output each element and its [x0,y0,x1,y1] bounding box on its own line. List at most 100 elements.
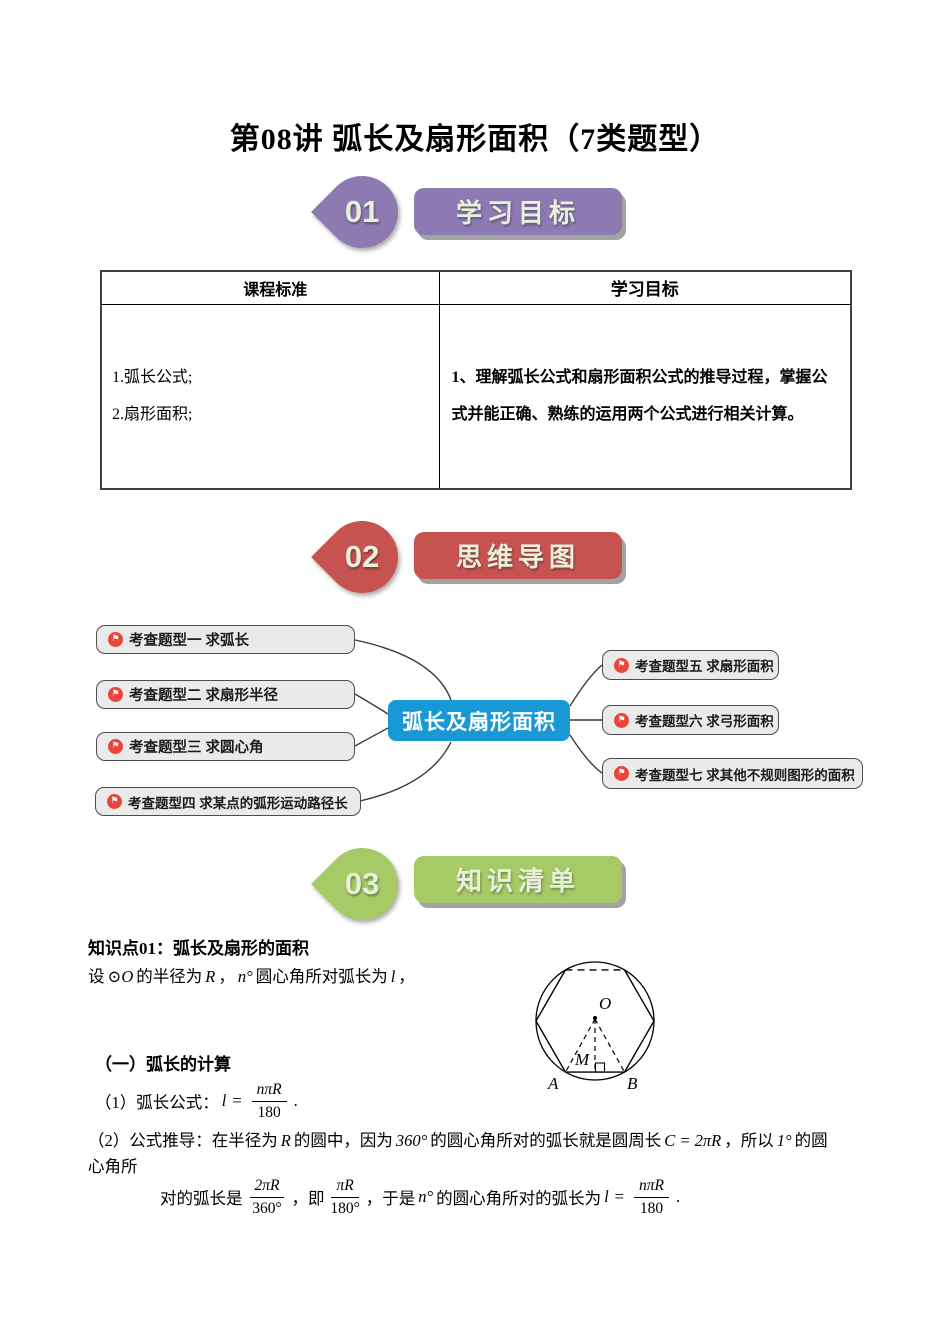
fraction-denominator: 180° [330,1199,360,1217]
teardrop-shape: 02 [311,506,413,608]
text-segment: （1）弧长公式： [95,1093,219,1112]
flag-icon: ⚑ [108,632,123,647]
math-var: n° [418,1187,434,1206]
label-O: O [599,994,611,1013]
math-var: l [390,967,396,986]
flag-icon: ⚑ [107,794,122,809]
topic-label: 考查题型三 求圆心角 [129,740,264,756]
standard-item: 1.弧长公式; [112,369,193,387]
center-point [592,1015,598,1021]
fraction: 2πR 360° [247,1176,288,1218]
radius-oa-dashed [564,1018,596,1073]
section-number: 02 [344,538,380,574]
derivation-line-3: 对的弧长是 2πR 360° ，即 πR 180° ，于是 n° 的圆心角所对的… [160,1172,680,1222]
section-02-teardrop: 02 [311,506,413,608]
inscribed-hexagon-diagram: O M A B [535,961,655,1093]
header-learning-goal: 学习目标 [438,270,852,305]
radius-ob-dashed [594,1018,626,1073]
teardrop-shape: 03 [311,833,413,935]
mindmap-topic-6: ⚑ 考查题型六 求弓形面积 [602,705,779,735]
topic-label: 考查题型四 求某点的弧形运动路径长 [128,795,348,811]
text-segment: . [293,1091,298,1110]
connector-line [359,741,452,802]
topic-label: 考查题型二 求扇形半径 [129,688,279,704]
section-01-teardrop: 01 [311,161,413,263]
fraction-numerator: nπR [251,1080,287,1102]
topic-label: 考查题型六 求弓形面积 [635,714,774,729]
math-var: 1° [776,1131,792,1150]
mindmap-topic-2: ⚑ 考查题型二 求扇形半径 [96,680,355,709]
connector-line [354,693,389,715]
section-03-teardrop: 03 [311,833,413,935]
topic-label: 考查题型五 求扇形面积 [635,659,774,674]
objectives-table: 课程标准 学习目标 1.弧长公式; 2.扇形面积; 1、理解弧长公式和扇形面积公… [100,270,852,490]
text-segment: 的圆心角所对的弧长就是圆周长 [430,1131,662,1150]
connector-line [354,639,452,701]
math-var: C = 2πR [664,1131,722,1150]
flag-icon: ⚑ [614,712,629,728]
fraction-numerator: πR [331,1176,359,1198]
topic-label: 考查题型一 求弧长 [129,633,250,649]
text-segment: 的圆 [794,1131,828,1150]
derivation-line-2: 心角所 [88,1157,138,1176]
table-body-row: 1.弧长公式; 2.扇形面积; 1、理解弧长公式和扇形面积公式的推导过程，掌握公… [100,303,852,490]
mindmap-topic-1: ⚑ 考查题型一 求弧长 [96,625,355,654]
table-header-row: 课程标准 学习目标 [100,270,852,305]
math-var: l [221,1091,227,1110]
section-title: 思维导图 [455,542,580,572]
math-var: l [604,1187,609,1206]
section-number: 03 [344,865,380,901]
flag-icon: ⚑ [108,739,123,754]
math-var: 360° [395,1131,428,1150]
flag-icon: ⚑ [108,687,123,702]
connector-line [569,734,603,774]
fraction: nπR 180 [631,1176,672,1218]
text-segment: ，即 [291,1189,325,1208]
text-segment: 对的弧长是 [160,1189,243,1208]
text-segment: 的半径为 [136,967,203,986]
fraction-denominator: 360° [252,1199,282,1217]
math-var: ⊙O [107,967,134,986]
connector-line [569,664,603,707]
section-title: 学习目标 [455,198,580,228]
text-segment: . [675,1187,681,1206]
flag-icon: ⚑ [614,657,629,673]
text-segment: 设 [88,967,105,986]
label-B: B [627,1074,638,1093]
mindmap-topic-5: ⚑ 考查题型五 求扇形面积 [602,650,779,680]
section-title: 知识清单 [455,866,580,896]
arc-length-formula-line: （1）弧长公式： l = nπR 180 . [95,1078,298,1124]
page-title: 第08讲 弧长及扇形面积（7类题型） [229,123,721,156]
section-02-bar: 思维导图 [414,532,622,579]
text-segment: ，于是 [365,1189,416,1208]
text-segment: （2）公式推导：在半径为 [88,1131,278,1150]
equals-sign: = [614,1187,624,1206]
fraction-denominator: 180 [257,1103,281,1121]
mindmap-center-node: 弧长及扇形面积 [388,700,570,741]
math-var: n° [237,967,253,986]
arc-length-subheading: （一）弧长的计算 [95,1055,231,1074]
header-course-standard: 课程标准 [100,270,440,305]
topic-label: 考查题型七 求其他不规则图形的面积 [635,767,855,783]
text-segment: 的圆中，因为 [293,1131,393,1150]
section-number: 01 [344,193,380,229]
fraction: nπR 180 [249,1080,290,1122]
mindmap-topic-4: ⚑ 考查题型四 求某点的弧形运动路径长 [95,787,361,816]
teardrop-shape: 01 [311,161,413,263]
connector-line [354,727,389,747]
fraction-numerator: 2πR [249,1176,285,1198]
learning-goal-cell: 1、理解弧长公式和扇形面积公式的推导过程，掌握公式并能正确、熟练的运用两个公式进… [438,303,852,490]
knowledge-point-heading: 知识点01：弧长及扇形的面积 [88,939,309,958]
course-standard-cell: 1.弧长公式; 2.扇形面积; [100,303,440,490]
section-03-bar: 知识清单 [414,856,622,903]
text-segment: ， [218,967,235,986]
fraction: πR 180° [328,1176,361,1218]
math-var: R [280,1131,291,1150]
standard-item: 2.扇形面积; [112,406,193,424]
section-01-bar: 学习目标 [414,188,622,235]
text-segment: 圆心角所对弧长为 [255,967,388,986]
math-var: R [205,967,216,986]
